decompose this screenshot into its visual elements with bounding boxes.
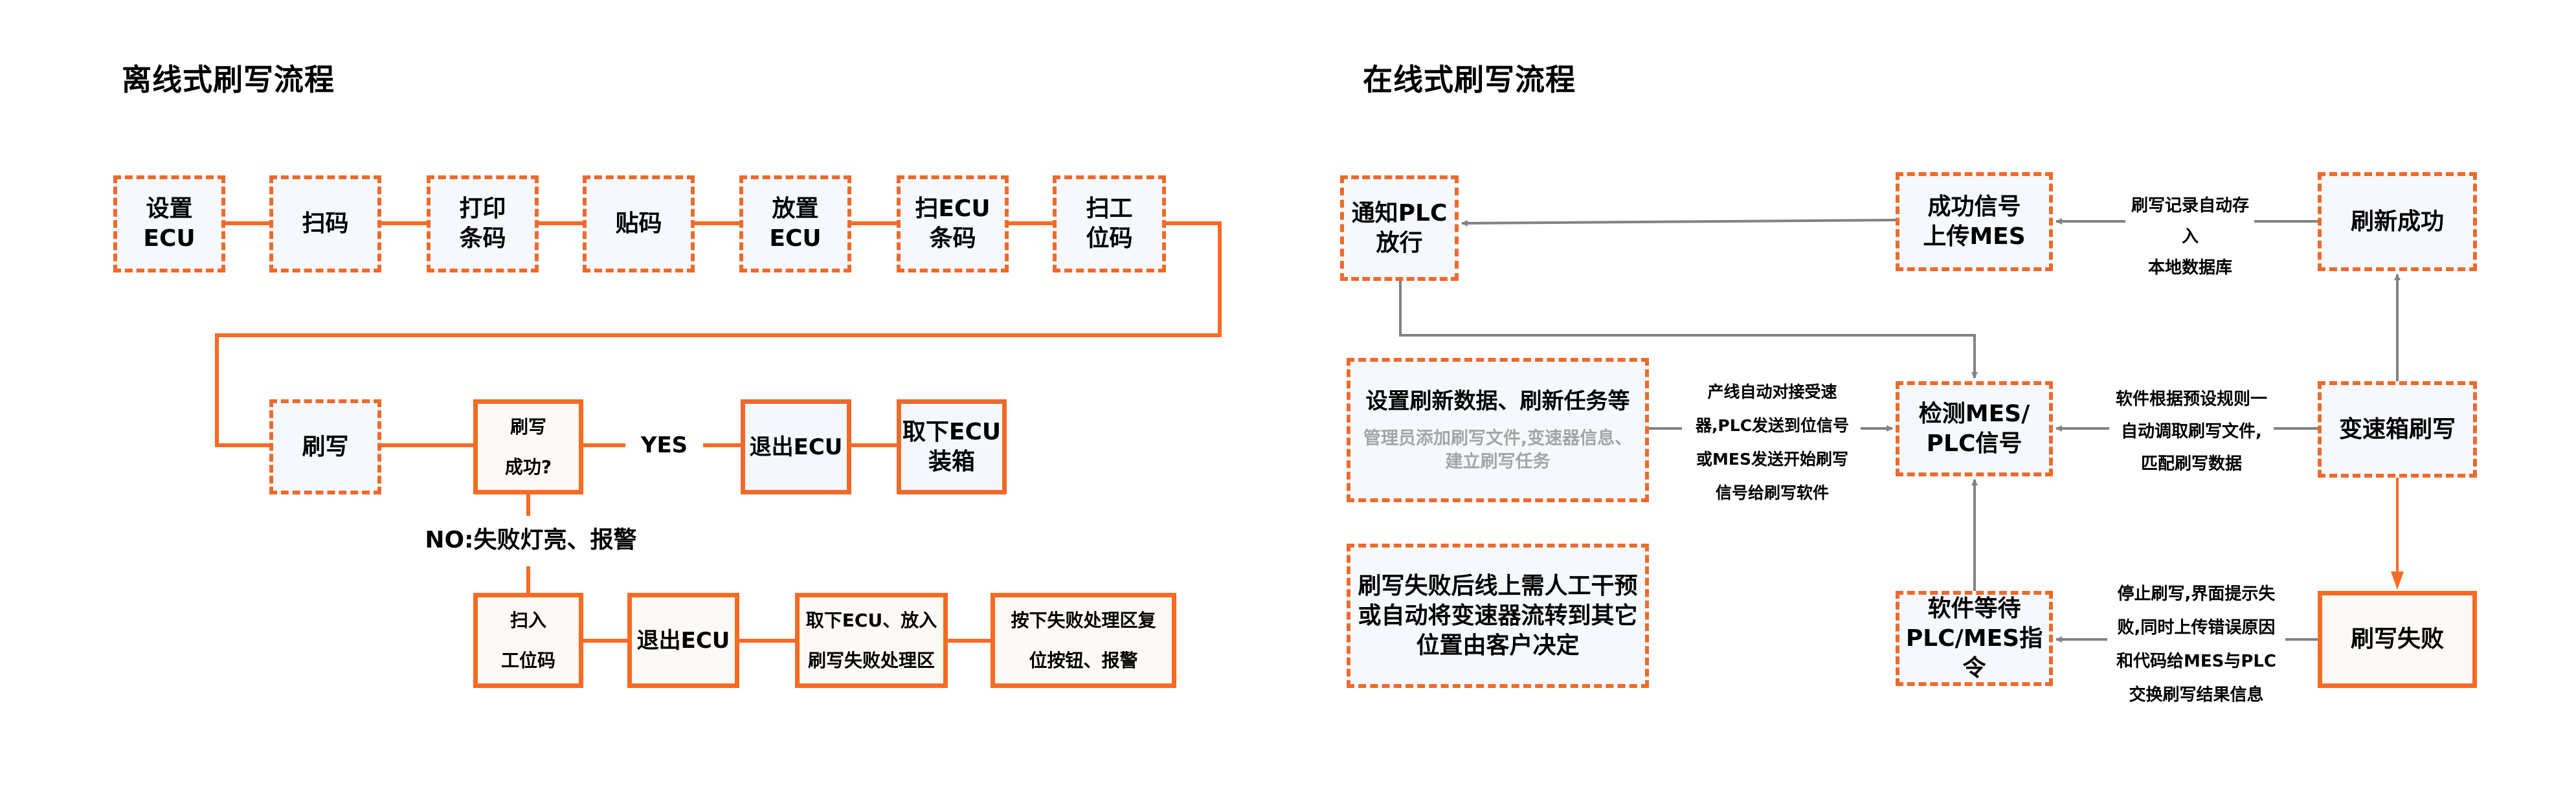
label-line: 产线自动对接受速: [1707, 382, 1837, 401]
step-wait-plc-mes-command[interactable]: 软件等待 PLC/MES指令: [1896, 591, 2053, 686]
step-label: 退出ECU: [749, 434, 843, 460]
step-exit-ecu[interactable]: 退出ECU: [741, 399, 851, 494]
step-label: ECU: [143, 225, 196, 252]
production-line-label: 产线自动对接受速 器,PLC发送到位信号 或MES发送开始刷写 信号给刷写软件: [1683, 375, 1861, 510]
step-label: 扫ECU: [915, 195, 991, 222]
label-line: 或MES发送开始刷写: [1696, 450, 1848, 469]
label-line: 败,同时上传错误原因: [2117, 618, 2276, 637]
decision-label: 刷写: [510, 416, 546, 438]
yes-label: YES: [640, 432, 688, 458]
step-label: 条码: [459, 225, 506, 252]
label-line: 刷写记录自动存入: [2131, 196, 2249, 247]
step-remove-ecu-pack[interactable]: 取下ECU 装箱: [897, 399, 1007, 494]
step-label: 打印: [459, 195, 506, 222]
step-label: PLC/MES指令: [1905, 625, 2043, 682]
label-line: 自动调取刷写文件,: [2121, 422, 2262, 441]
arrow-head-gearbox-to-fail: [2391, 571, 2404, 590]
label-line: 器,PLC发送到位信号: [1695, 416, 1850, 435]
step-label: 扫入: [510, 609, 546, 631]
step-label: 成功信号: [1927, 193, 2021, 220]
arrow-notify-to-detect: [1399, 281, 1978, 379]
setup-sub-text: 管理员添加刷写文件,变速器信息、 建立刷写任务: [1363, 427, 1632, 474]
step-label: PLC信号: [1926, 430, 2022, 457]
step-flash-fail[interactable]: 刷写失败: [2318, 591, 2477, 688]
setup-main-text: 设置刷新数据、刷新任务等: [1365, 388, 1630, 414]
fail-report-label: 停止刷写,界面提示失 败,同时上传错误原因 和代码给MES与PLC 交换刷写结果…: [2107, 577, 2285, 712]
step-label: 扫码: [302, 210, 349, 237]
arrow-upload-to-notify: [1461, 219, 1896, 227]
step-label: 位码: [1086, 225, 1133, 252]
step-upload-success-mes[interactable]: 成功信号上传MES: [1896, 172, 2053, 271]
step-label: ECU: [769, 225, 822, 252]
label-line: 交换刷写结果信息: [2129, 685, 2264, 705]
label-line: 管理员添加刷写文件,变速器信息、: [1363, 428, 1633, 449]
step-label: 检测MES/: [1918, 400, 2030, 427]
label-line: 刷写失败后线上需人工干预: [1358, 572, 1638, 599]
rule-match-label: 软件根据预设规则一 自动调取刷写文件, 匹配刷写数据: [2107, 383, 2276, 480]
step-label: 退出ECU: [636, 627, 730, 654]
step-detect-mes-plc-signal[interactable]: 检测MES/PLC信号: [1896, 381, 2053, 476]
step-label: 刷写失败处理区: [807, 649, 935, 671]
step-label: 装箱: [928, 448, 975, 475]
label-line: 位置由客户决定: [1416, 632, 1580, 659]
decision-label: 成功?: [504, 456, 552, 478]
online-flow-title: 在线式刷写流程: [1363, 62, 1576, 97]
label-line: 本地数据库: [2147, 258, 2232, 278]
step-print-barcode[interactable]: 打印条码: [427, 175, 539, 272]
offline-flow-title: 离线式刷写流程: [122, 62, 335, 97]
failure-note-box[interactable]: 刷写失败后线上需人工干预 或自动将变速器流转到其它 位置由客户决定: [1347, 544, 1649, 688]
record-db-label: 刷写记录自动存入 本地数据库: [2125, 190, 2255, 283]
step-label: 刷新成功: [2350, 208, 2444, 235]
step-label: 放置: [772, 195, 819, 222]
step-flash[interactable]: 刷写: [269, 399, 381, 494]
no-branch-label: NO:失败灯亮、报警: [425, 527, 637, 553]
step-label: 取下ECU、放入: [805, 609, 937, 631]
step-label: 通知PLC: [1351, 199, 1448, 227]
step-flash-success[interactable]: 刷新成功: [2318, 172, 2477, 271]
setup-flash-data-box[interactable]: 设置刷新数据、刷新任务等 管理员添加刷写文件,变速器信息、 建立刷写任务: [1347, 358, 1649, 502]
step-label: 贴码: [615, 210, 662, 237]
step-press-reset-alarm[interactable]: 按下失败处理区复位按钮、报警: [991, 593, 1176, 688]
step-label: 上传MES: [1923, 223, 2026, 250]
step-attach-code[interactable]: 贴码: [583, 175, 695, 272]
step-setup-ecu[interactable]: 设置 ECU: [113, 175, 225, 272]
step-label: 条码: [929, 225, 976, 252]
step-scan-station[interactable]: 扫入工位码: [473, 593, 583, 688]
step-label: 工位码: [500, 649, 555, 671]
step-label: 变速箱刷写: [2338, 416, 2456, 443]
step-remove-to-fail-zone[interactable]: 取下ECU、放入刷写失败处理区: [795, 593, 948, 688]
label-line: 匹配刷写数据: [2140, 454, 2242, 474]
step-gearbox-flash[interactable]: 变速箱刷写: [2318, 381, 2477, 478]
step-label: 设置: [146, 195, 193, 222]
step-label: 软件等待: [1927, 595, 2021, 622]
decision-flash-success[interactable]: 刷写成功?: [473, 399, 583, 494]
step-label: 扫工: [1086, 195, 1133, 222]
step-place-ecu[interactable]: 放置 ECU: [739, 175, 851, 272]
step-scan-station-code[interactable]: 扫工位码: [1053, 175, 1166, 272]
step-label: 刷写: [302, 433, 349, 460]
label-line: 信号给刷写软件: [1715, 483, 1829, 502]
label-line: 建立刷写任务: [1445, 451, 1551, 472]
step-label: 放行: [1376, 229, 1423, 256]
label-line: 停止刷写,界面提示失: [2117, 584, 2276, 604]
label-line: 软件根据预设规则一: [2115, 390, 2267, 409]
step-label: 取下ECU: [902, 418, 1002, 445]
wrap-connector: [215, 221, 1222, 447]
label-line: 或自动将变速器流转到其它: [1358, 602, 1638, 629]
step-scan-code[interactable]: 扫码: [269, 175, 381, 272]
step-label: 刷写失败: [2350, 626, 2444, 652]
label-line: 和代码给MES与PLC: [2116, 652, 2277, 671]
step-label: 位按钮、报警: [1029, 649, 1138, 671]
step-exit-ecu-fail[interactable]: 退出ECU: [627, 593, 739, 688]
step-scan-ecu-barcode[interactable]: 扫ECU 条码: [897, 175, 1009, 272]
step-label: 按下失败处理区复: [1011, 609, 1156, 631]
